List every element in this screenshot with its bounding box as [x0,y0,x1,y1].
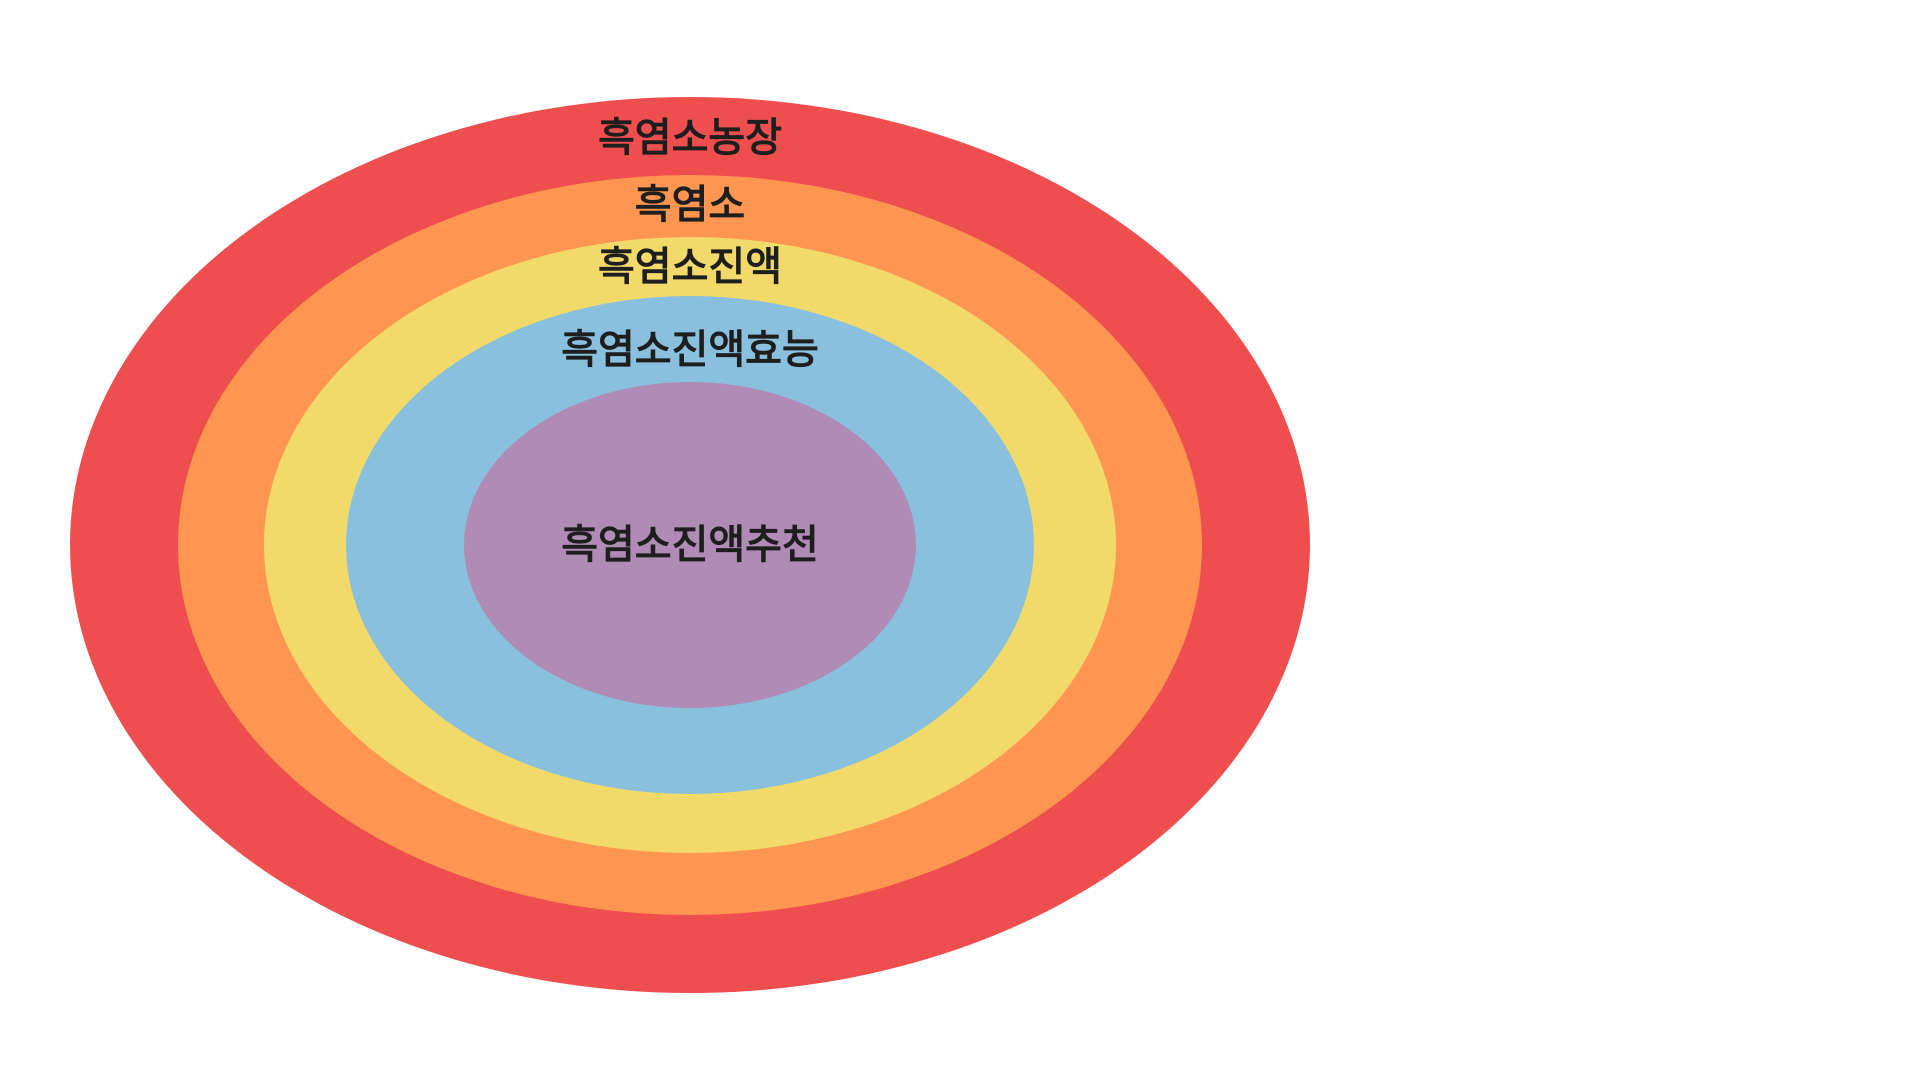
ring-group-inner [464,382,916,708]
ring-label-recommend: 흑염소진액추천 [561,522,819,568]
ring-label-goat: 흑염소 [635,182,745,228]
ring-recommend [464,382,916,708]
ring-label-extract: 흑염소진액 [598,244,782,290]
ring-label-efficacy: 흑염소진액효능 [561,327,819,373]
ring-label-farm: 흑염소농장 [598,115,782,161]
